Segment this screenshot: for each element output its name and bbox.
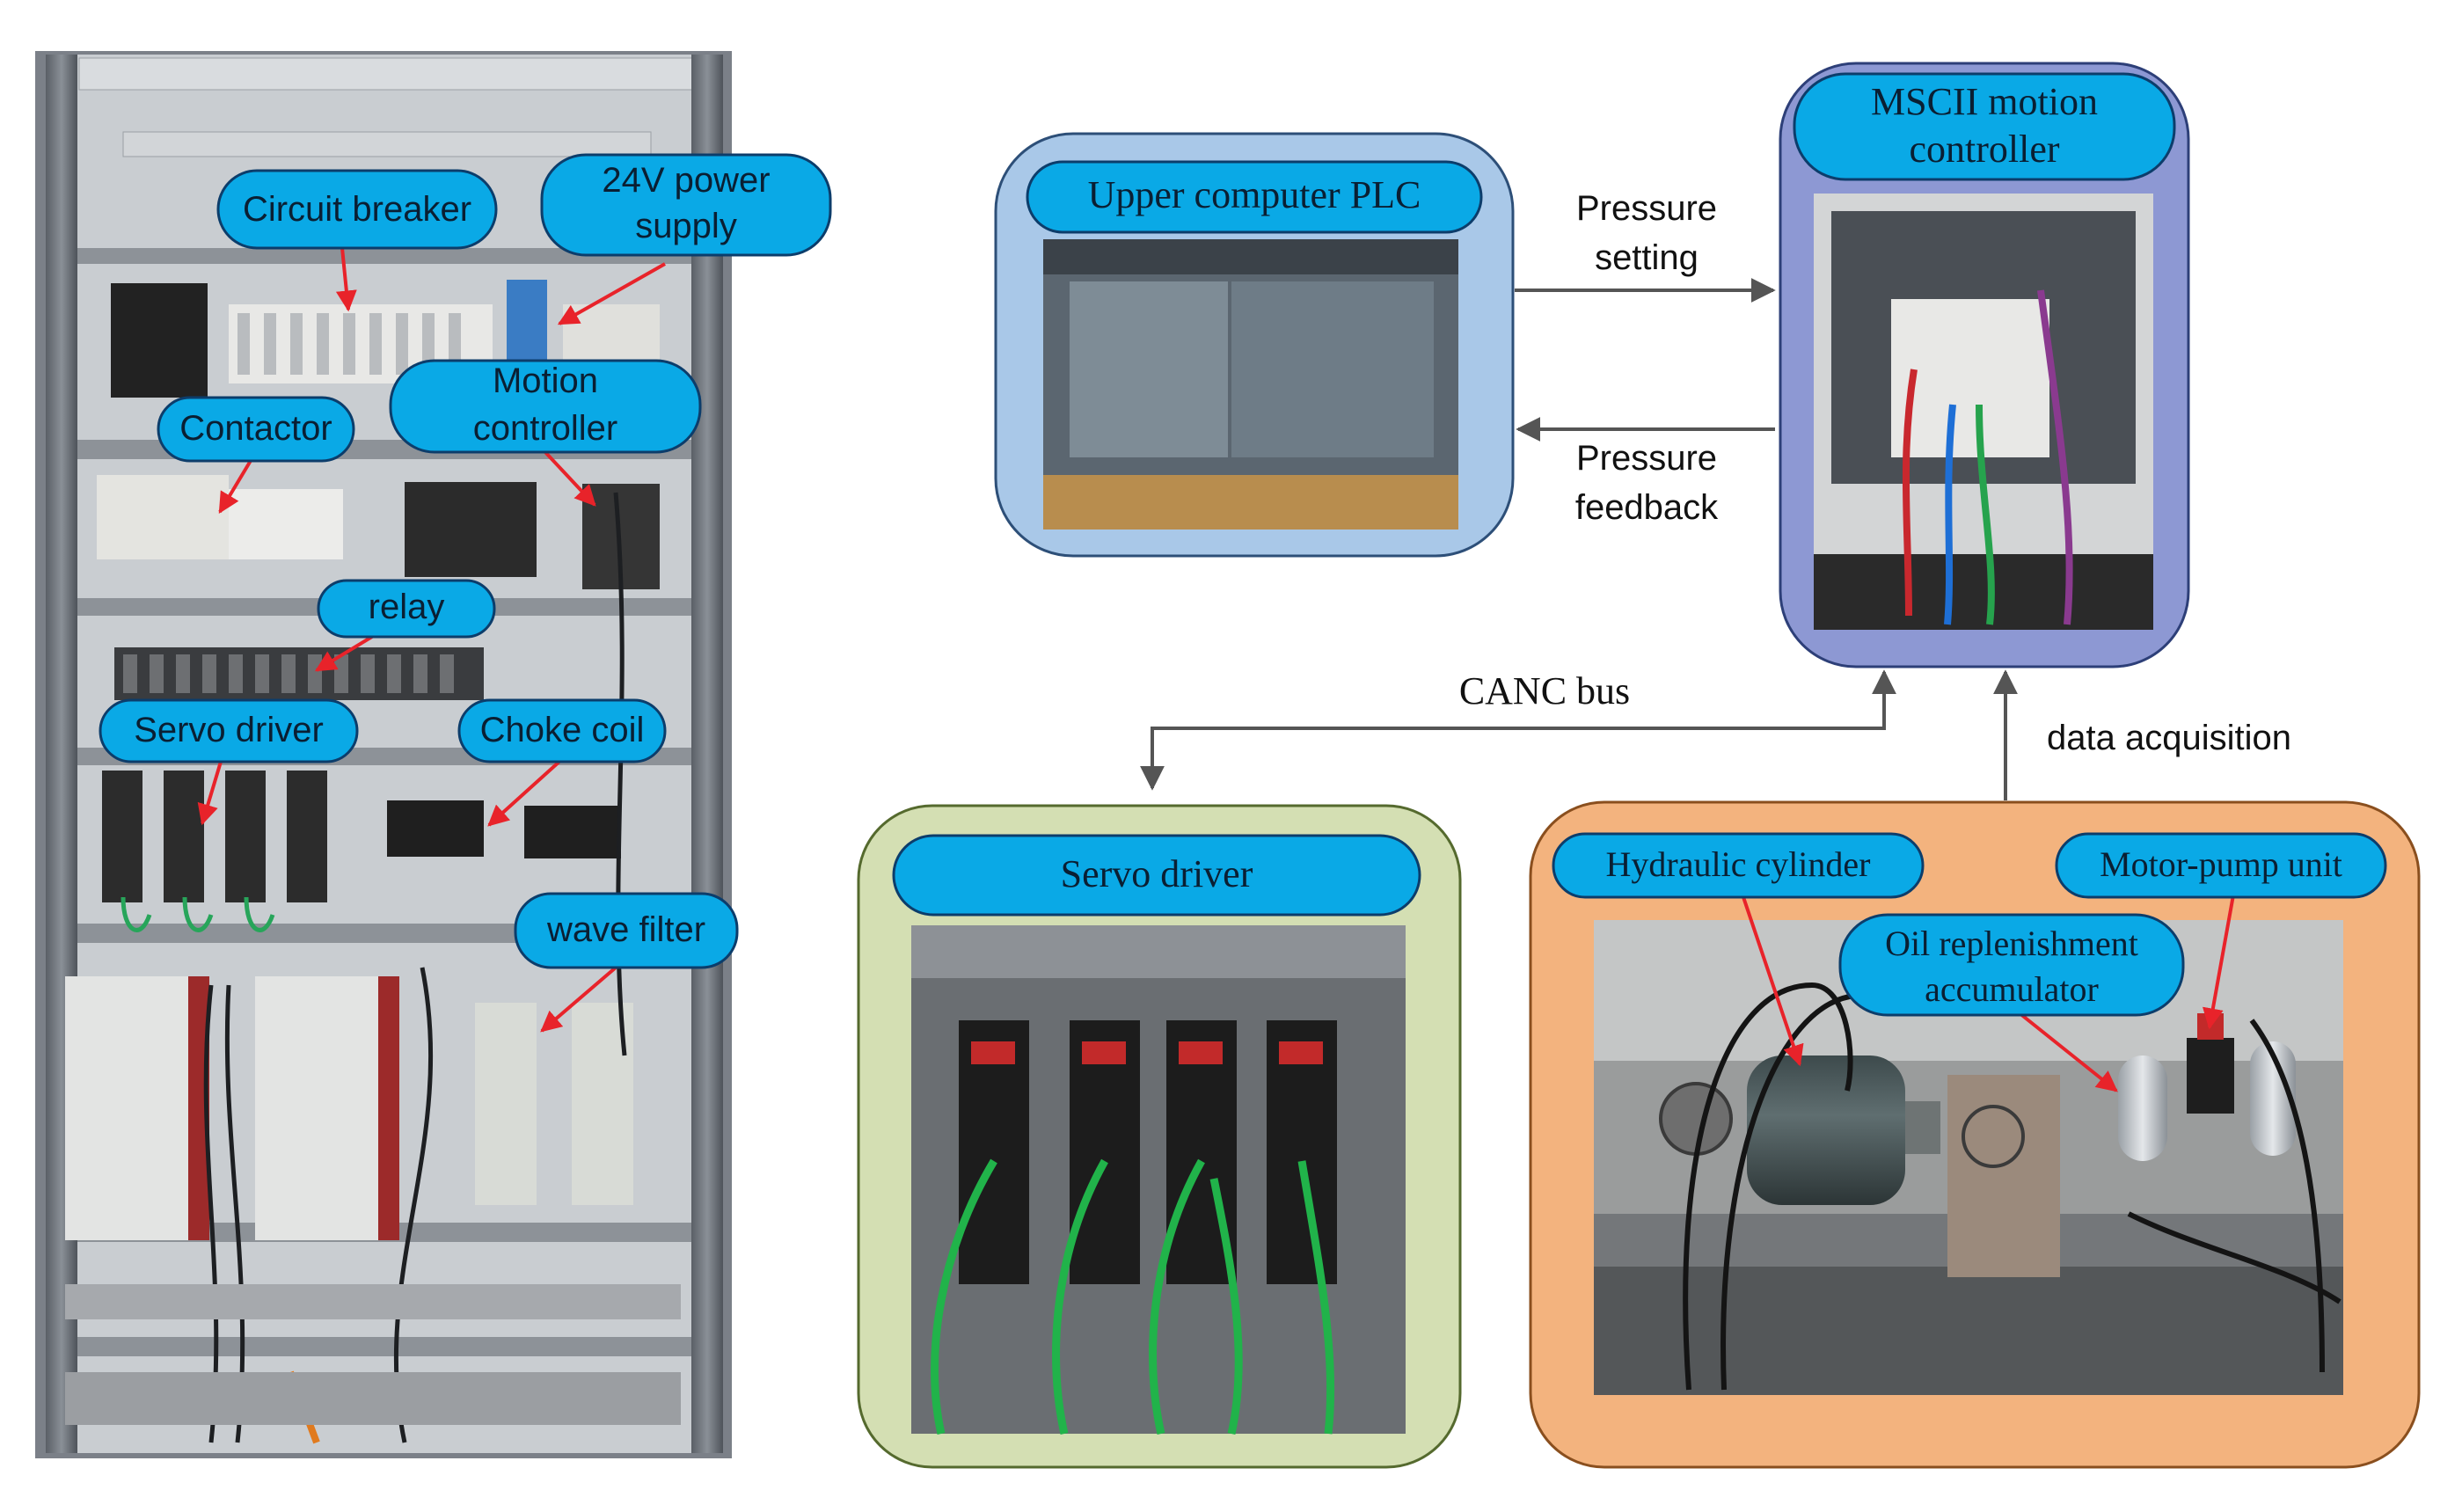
svg-text:Motion: Motion: [493, 362, 598, 400]
svg-text:Choke coil: Choke coil: [480, 711, 645, 749]
svg-text:wave filter: wave filter: [546, 910, 705, 949]
label-relay: relay: [317, 579, 496, 639]
svg-text:Circuit breaker: Circuit breaker: [243, 190, 471, 229]
svg-text:supply: supply: [635, 207, 737, 245]
svg-text:Contactor: Contactor: [179, 409, 332, 448]
connectors: [1140, 278, 2018, 800]
hydraulic-cylinder-label: Hydraulic cylinder: [1606, 844, 1871, 884]
hydraulic-annotation-arrows: [1740, 889, 2236, 1092]
plc-title: Upper computer PLC: [1088, 173, 1421, 216]
accumulator-label-line1: Oil replenishment: [1885, 924, 2138, 963]
accumulator-label-line2: accumulator: [1925, 969, 2099, 1009]
svg-text:Servo driver: Servo driver: [134, 711, 324, 749]
canc-bus-line: [1140, 669, 1896, 791]
label-wave-filter: wave filter: [514, 892, 739, 969]
svg-text:24V power: 24V power: [602, 161, 770, 200]
plc-node: Upper computer PLC: [994, 132, 1515, 558]
motor-pump-unit-label: Motor-pump unit: [2100, 844, 2342, 884]
svg-text:controller: controller: [473, 409, 618, 448]
servo-node: Servo driver: [857, 804, 1462, 1469]
svg-text:relay: relay: [369, 588, 445, 626]
data-acquisition-label: data acquisition: [2047, 719, 2291, 757]
cabinet-annotation-arrows: [197, 238, 666, 1033]
hydraulic-node: Hydraulic cylinder Motor-pump unit Oil r…: [1529, 800, 2421, 1469]
label-motion-controller: Motion controller: [389, 359, 702, 454]
pressure-setting-label-line1: Pressure: [1576, 189, 1717, 228]
mscii-node: MSCII motion controller: [1779, 62, 2190, 668]
label-24v-power-supply: 24V power supply: [540, 153, 832, 257]
label-choke-coil: Choke coil: [457, 698, 667, 763]
servo-title: Servo driver: [1061, 852, 1253, 895]
pressure-feedback-label-line2: feedback: [1575, 488, 1719, 527]
label-servo-driver-cabinet: Servo driver: [99, 698, 359, 763]
mscii-title-line1: MSCII motion: [1871, 80, 2098, 123]
label-contactor: Contactor: [157, 396, 355, 463]
pressure-feedback-label-line1: Pressure: [1576, 439, 1717, 478]
pressure-setting-label-line2: setting: [1595, 238, 1699, 277]
canc-bus-label: CANC bus: [1459, 669, 1630, 712]
mscii-title-line2: controller: [1909, 128, 2059, 171]
label-circuit-breaker: Circuit breaker: [216, 169, 498, 250]
